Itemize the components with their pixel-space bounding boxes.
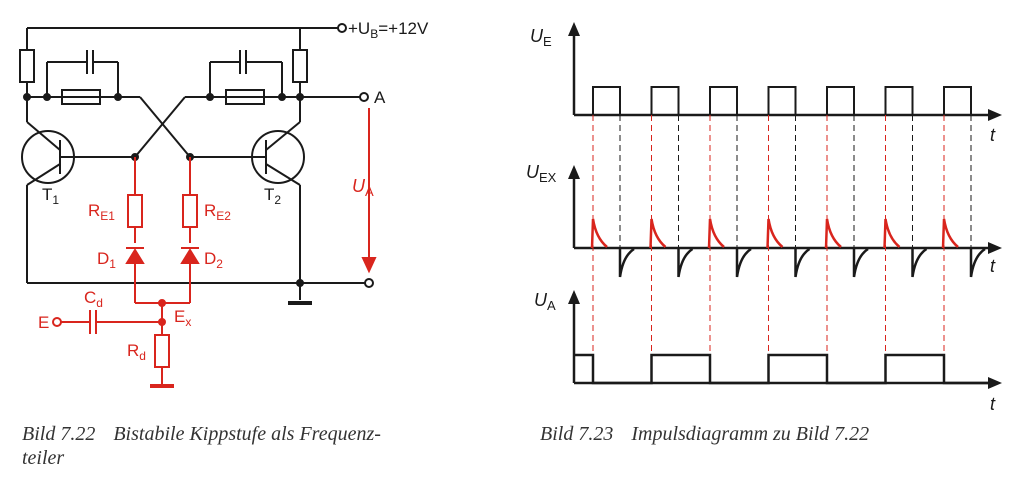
caption-right-number: Bild 7.23 — [540, 423, 614, 445]
rd-label: Rd — [127, 341, 146, 363]
t2-label: T2 — [264, 185, 281, 207]
ex-label: Ex — [174, 307, 191, 329]
ua-y-arrow — [568, 290, 580, 304]
ua-axis-label: UA — [534, 290, 556, 313]
ue-x-arrow — [988, 109, 1002, 121]
uex-spike-pos-3 — [707, 218, 725, 249]
re1-label: RE1 — [88, 201, 115, 223]
trigger-network — [52, 108, 377, 388]
d2-label: D2 — [204, 249, 223, 271]
t-label-1: t — [990, 125, 996, 145]
e-input-label: E — [38, 313, 49, 332]
ua-waveform — [574, 353, 990, 385]
uex-axis-label: UEX — [526, 162, 557, 185]
uex-spike-pos-1 — [590, 218, 608, 249]
uex-spike-neg-3 — [735, 247, 752, 278]
caption-right-text: Impulsdiagramm zu Bild 7.22 — [631, 423, 870, 445]
uex-spike-neg-4 — [794, 247, 811, 278]
uex-x-arrow — [988, 242, 1002, 254]
ua-label: UA — [352, 176, 374, 199]
caption-right: Bild 7.23 Impulsdiagramm zu Bild 7.22 — [540, 422, 1010, 446]
timing-diagram — [568, 22, 1002, 389]
uex-spike-neg-6 — [911, 247, 928, 278]
supply-label: +UB=+12V — [348, 19, 429, 41]
circuit-schematic — [19, 23, 374, 305]
uex-y-arrow — [568, 165, 580, 179]
uex-spike-pos-4 — [766, 218, 784, 249]
d1-label: D1 — [97, 249, 116, 271]
caption-left-number: Bild 7.22 — [22, 423, 96, 445]
uex-spike-neg-2 — [677, 247, 694, 278]
caption-left: Bild 7.22 Bistabile Kippstufe als Frequen… — [22, 422, 482, 470]
uex-spike-pos-6 — [883, 218, 901, 249]
re2-label: RE2 — [204, 201, 231, 223]
caption-left-text: Bistabile Kippstufe als Frequenz- — [113, 423, 381, 445]
ue-pulse-train — [574, 86, 990, 116]
t-label-3: t — [990, 394, 996, 414]
ue-y-arrow — [568, 22, 580, 36]
t1-label: T1 — [42, 185, 59, 207]
uex-spike-pos-5 — [824, 218, 842, 249]
output-a-label: A — [374, 88, 386, 107]
uex-spike-neg-5 — [852, 247, 869, 278]
uex-spike-neg-7 — [969, 247, 986, 278]
uex-spike-neg-1 — [618, 247, 635, 278]
caption-left-text-2: teiler — [22, 447, 65, 469]
t-label-2: t — [990, 256, 996, 276]
uex-spike-pos-7 — [941, 218, 959, 249]
cd-label: Cd — [84, 288, 103, 310]
ue-axis-label: UE — [530, 26, 552, 49]
ua-x-arrow — [988, 377, 1002, 389]
uex-spike-pos-2 — [649, 218, 667, 249]
